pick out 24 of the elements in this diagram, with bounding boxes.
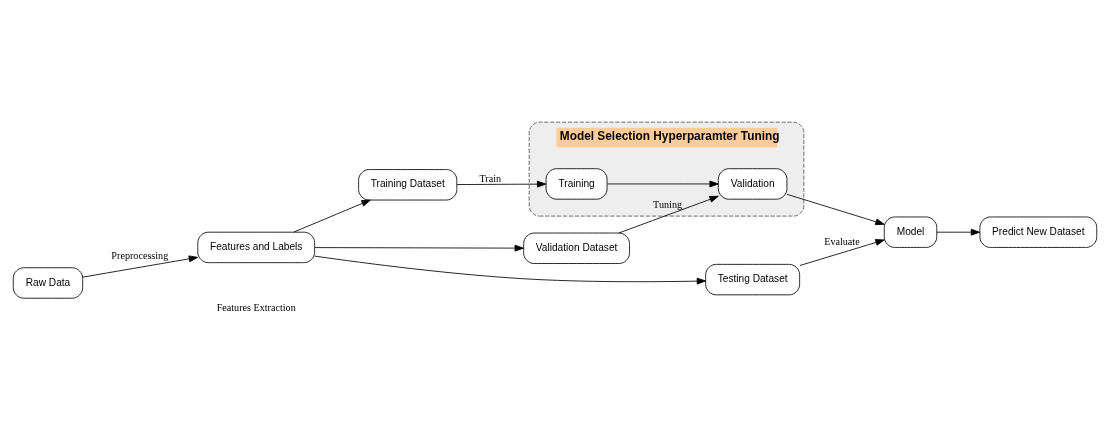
label: Features Extraction: [216, 302, 296, 313]
arrow: [786, 193, 885, 226]
arrow: [618, 195, 719, 234]
node-box: Model: [883, 216, 938, 248]
arrow: [606, 180, 719, 188]
node-box: Raw Data: [12, 267, 84, 299]
edge-label: Evaluate: [824, 235, 860, 247]
arrow: [799, 239, 885, 266]
arrow: [456, 180, 547, 188]
node-box: Training Dataset: [358, 169, 458, 201]
node-box: Features and Labels: [197, 231, 316, 264]
node-box: Training: [545, 168, 608, 200]
node-box: Predict New Dataset: [979, 216, 1098, 248]
edge-label: Tuning: [653, 199, 683, 211]
arrow: [314, 244, 524, 252]
arrow: [82, 255, 199, 278]
arrow: [293, 199, 371, 233]
node-box: Testing Dataset: [705, 263, 801, 296]
edge-label: Train: [479, 172, 502, 184]
arrow: [936, 228, 981, 236]
arrow: [314, 255, 707, 285]
node-box: Validation: [717, 168, 788, 200]
edge-label: Preprocessing: [111, 249, 169, 261]
node-box: Validation Dataset: [523, 232, 630, 264]
